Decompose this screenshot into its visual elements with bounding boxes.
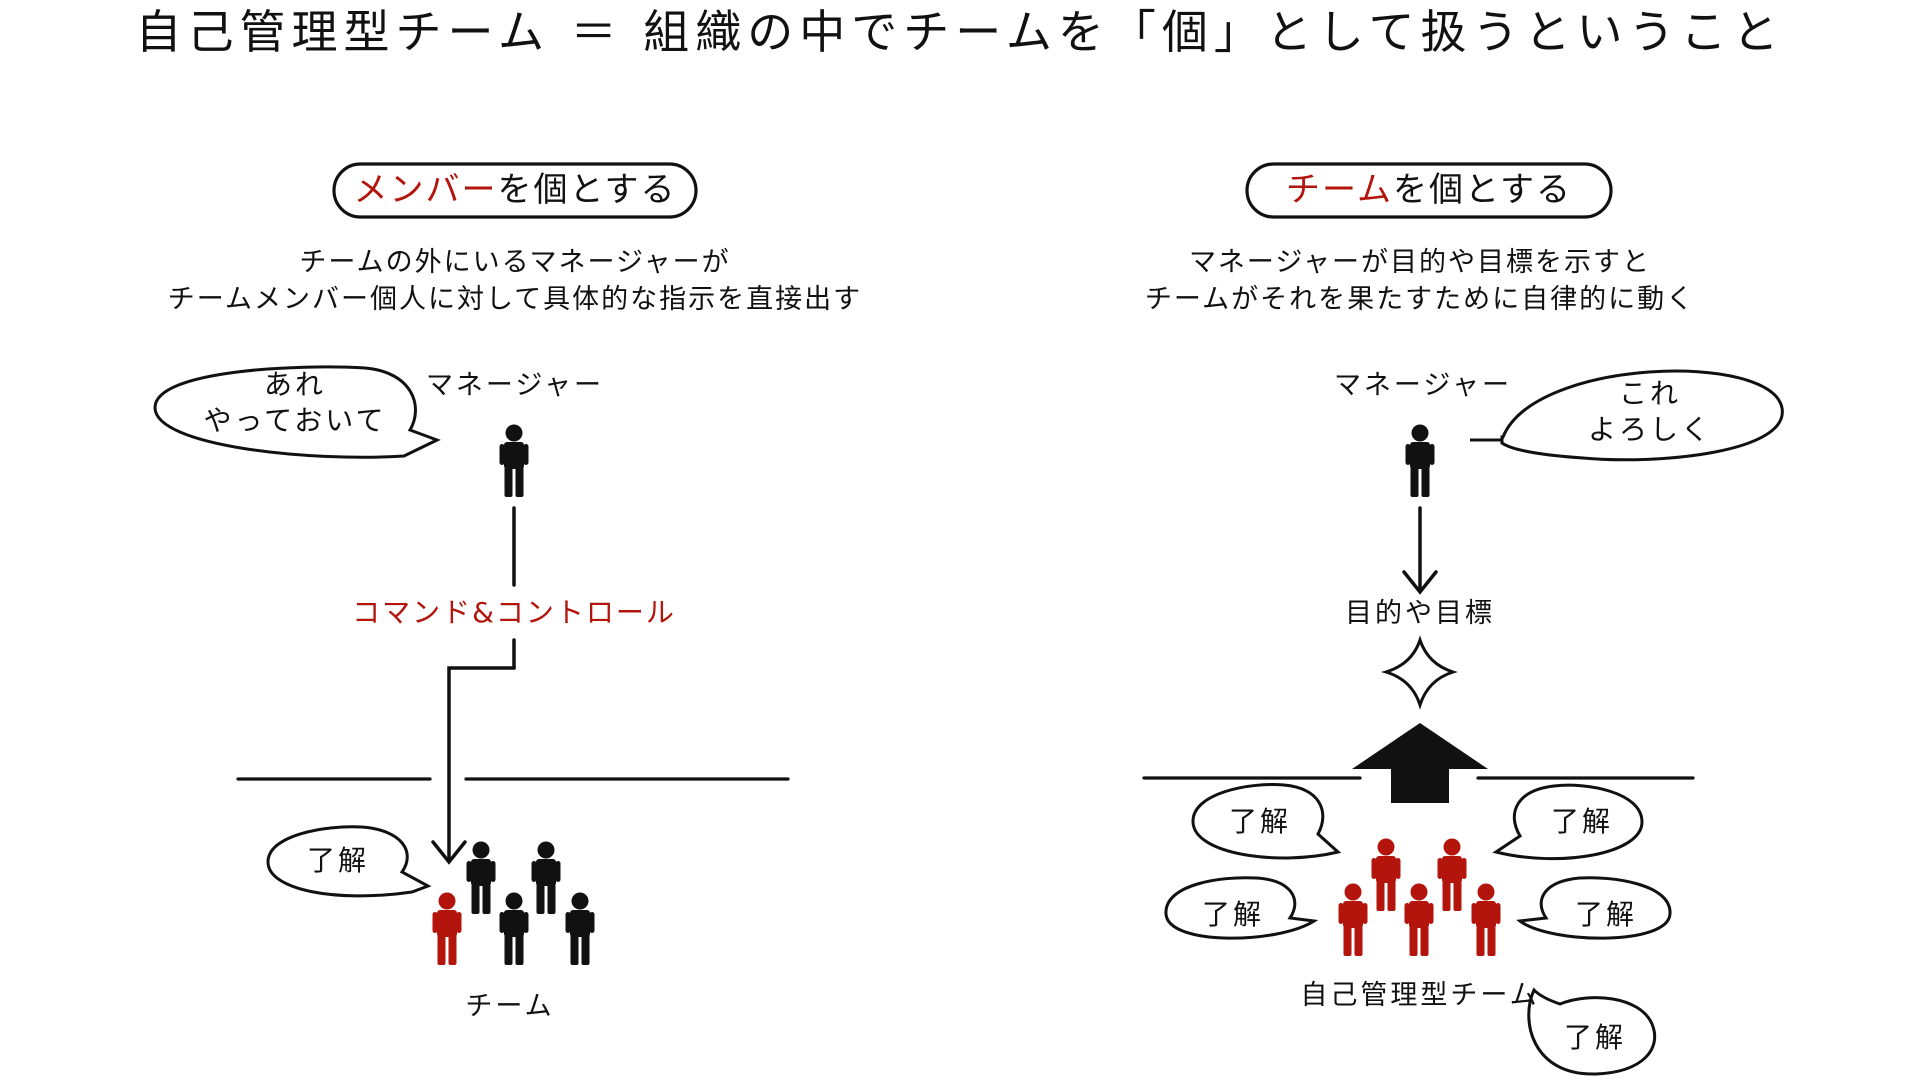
speech-bubble-bottom-right bbox=[1527, 987, 1657, 1076]
left-description: チームの外にいるマネージャーが チームメンバー個人に対して具体的な指示を直接出す bbox=[110, 244, 920, 318]
left-description-line-1: チームの外にいるマネージャーが bbox=[299, 247, 731, 278]
team-member-icon bbox=[1437, 838, 1467, 911]
right-bubble-text-mid-right: 了解 bbox=[1574, 898, 1637, 931]
left-heading: メンバーを個とする bbox=[334, 165, 696, 215]
right-heading-emphasis: チーム bbox=[1286, 170, 1393, 210]
left-heading-pill bbox=[332, 162, 698, 219]
team-member-icon bbox=[1338, 883, 1368, 956]
right-team-icons bbox=[1338, 838, 1501, 956]
goal-label: 目的や目標 bbox=[1345, 598, 1495, 629]
left-manager-label: マネージャー bbox=[425, 370, 605, 401]
down-arrow-icon bbox=[1402, 506, 1438, 595]
right-member-speech-bubbles bbox=[1164, 783, 1672, 1076]
right-description-line-2: チームがそれを果たすために自律的に動く bbox=[1144, 284, 1696, 315]
speech-bubble-mid-right bbox=[1516, 876, 1672, 940]
team-member-icon bbox=[499, 892, 529, 965]
sparkle-icon bbox=[1380, 635, 1458, 710]
right-manager-speech-bubble bbox=[1470, 369, 1784, 462]
team-member-icon bbox=[531, 841, 561, 914]
speech-bubble-top-right bbox=[1492, 783, 1644, 861]
left-manager-bubble-line-1: あれ bbox=[263, 368, 326, 401]
team-member-icon bbox=[565, 892, 595, 965]
right-heading-pill bbox=[1245, 162, 1613, 219]
right-manager-bubble-text: これ よろしく bbox=[1530, 376, 1770, 448]
left-member-speech-bubble bbox=[266, 825, 432, 898]
right-bubble-text-top-right: 了解 bbox=[1550, 805, 1613, 838]
left-manager-bubble-line-2: やっておいて bbox=[203, 404, 387, 437]
team-member-icon bbox=[1471, 883, 1501, 956]
right-bubble-text-top-left: 了解 bbox=[1228, 805, 1291, 838]
team-member-icon bbox=[466, 841, 496, 914]
speech-bubble-top-left bbox=[1191, 783, 1342, 860]
right-bubble-text-mid-left: 了解 bbox=[1201, 898, 1264, 931]
left-manager-bubble-text: あれ やっておいて bbox=[165, 367, 425, 439]
left-team-label: チーム bbox=[465, 991, 555, 1022]
right-manager-bubble-line-1: これ bbox=[1618, 377, 1681, 410]
right-description-line-1: マネージャーが目的や目標を示すと bbox=[1188, 247, 1652, 278]
left-heading-rest: を個とする bbox=[497, 170, 677, 210]
right-manager-person-icon bbox=[1405, 424, 1435, 497]
highlighted-member-icon bbox=[432, 892, 462, 965]
left-member-bubble-text: 了解 bbox=[306, 844, 369, 877]
left-manager-speech-bubble bbox=[153, 365, 441, 459]
command-control-label: コマンド&コントロール bbox=[352, 596, 676, 629]
team-member-icon bbox=[1404, 883, 1434, 956]
right-manager-label: マネージャー bbox=[1333, 370, 1513, 401]
page-title: 自己管理型チーム ＝ 組織の中でチームを「個」として扱うということ bbox=[135, 5, 1785, 59]
left-team-icons bbox=[432, 841, 595, 965]
right-bubble-text-bottom-right: 了解 bbox=[1563, 1021, 1626, 1054]
right-manager-bubble-line-2: よろしく bbox=[1587, 413, 1712, 446]
right-heading-rest: を個とする bbox=[1393, 170, 1572, 210]
left-heading-emphasis: メンバー bbox=[353, 170, 498, 210]
left-description-line-2: チームメンバー個人に対して具体的な指示を直接出す bbox=[167, 284, 863, 315]
team-member-icon bbox=[1371, 838, 1401, 911]
right-team-label: 自己管理型チーム bbox=[1300, 980, 1540, 1011]
up-arrow-icon bbox=[1352, 723, 1488, 803]
command-control-arrow bbox=[431, 506, 516, 865]
left-manager-person-icon bbox=[499, 424, 529, 497]
right-description: マネージャーが目的や目標を示すと チームがそれを果たすために自律的に動く bbox=[1040, 244, 1800, 318]
speech-bubble-mid-left bbox=[1164, 876, 1319, 940]
right-heading: チームを個とする bbox=[1247, 165, 1611, 215]
